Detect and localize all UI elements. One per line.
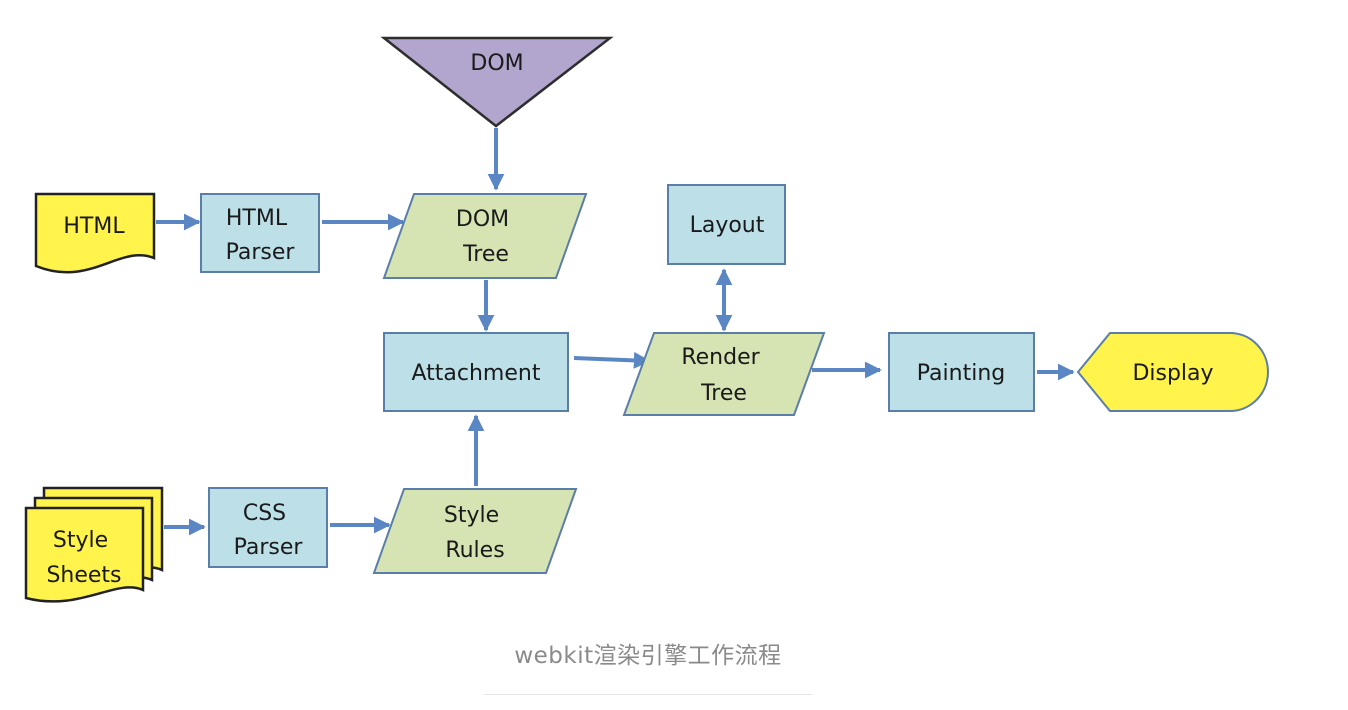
display-node: Display — [1076, 332, 1269, 412]
attachment-node: Attachment — [383, 332, 569, 412]
html-parser-label-line1: HTML — [226, 206, 288, 231]
render-tree-label: Render Tree — [681, 345, 766, 406]
style-sheets-label-line1: Style — [53, 528, 108, 553]
painting-node: Painting — [888, 332, 1035, 412]
html-parser-node: HTML Parser — [200, 193, 320, 273]
connector-lines — [156, 128, 1075, 536]
display-label: Display — [1132, 361, 1213, 386]
render-tree-label-line2: Tree — [700, 381, 747, 406]
html-label: HTML — [63, 214, 125, 239]
dom-tree-node: DOM Tree — [382, 193, 588, 279]
render-tree-node: Render Tree — [622, 332, 826, 416]
dom-tree-label-line1: DOM — [456, 207, 509, 232]
dom-tree-label-line2: Tree — [462, 242, 509, 267]
style-rules-node: Style Rules — [372, 488, 578, 574]
css-parser-label: CSS Parser — [234, 501, 304, 560]
style-rules-label-line1: Style — [444, 503, 499, 528]
render-tree-label-line1: Render — [681, 345, 760, 370]
layout-node: Layout — [667, 184, 786, 265]
painting-label: Painting — [917, 361, 1005, 386]
style-sheets-label: Style Sheets — [46, 528, 121, 588]
dom-tree-label: DOM Tree — [456, 207, 516, 267]
css-parser-label-line2: Parser — [234, 535, 304, 560]
webkit-rendering-flow-diagram: DOM HTML HTML Parser DOM Tree Layout Att… — [24, 36, 1269, 603]
css-parser-label-line1: CSS — [243, 501, 286, 526]
style-rules-label-line2: Rules — [445, 538, 504, 563]
style-sheets-node: Style Sheets — [24, 486, 164, 603]
attachment-label: Attachment — [412, 361, 541, 386]
html-parser-label-line2: Parser — [226, 240, 296, 265]
arrow-attachment-to-render-tree — [573, 352, 651, 369]
style-rules-label: Style Rules — [444, 503, 506, 563]
caption-divider — [484, 694, 812, 695]
html-document-node: HTML — [34, 192, 156, 274]
figure-caption: webkit渲染引擎工作流程 — [514, 643, 782, 669]
html-parser-label: HTML Parser — [226, 206, 296, 265]
dom-node: DOM — [380, 36, 614, 128]
style-sheets-label-line2: Sheets — [46, 563, 121, 588]
css-parser-node: CSS Parser — [208, 487, 328, 568]
dom-label: DOM — [470, 51, 523, 76]
layout-label: Layout — [690, 213, 765, 238]
